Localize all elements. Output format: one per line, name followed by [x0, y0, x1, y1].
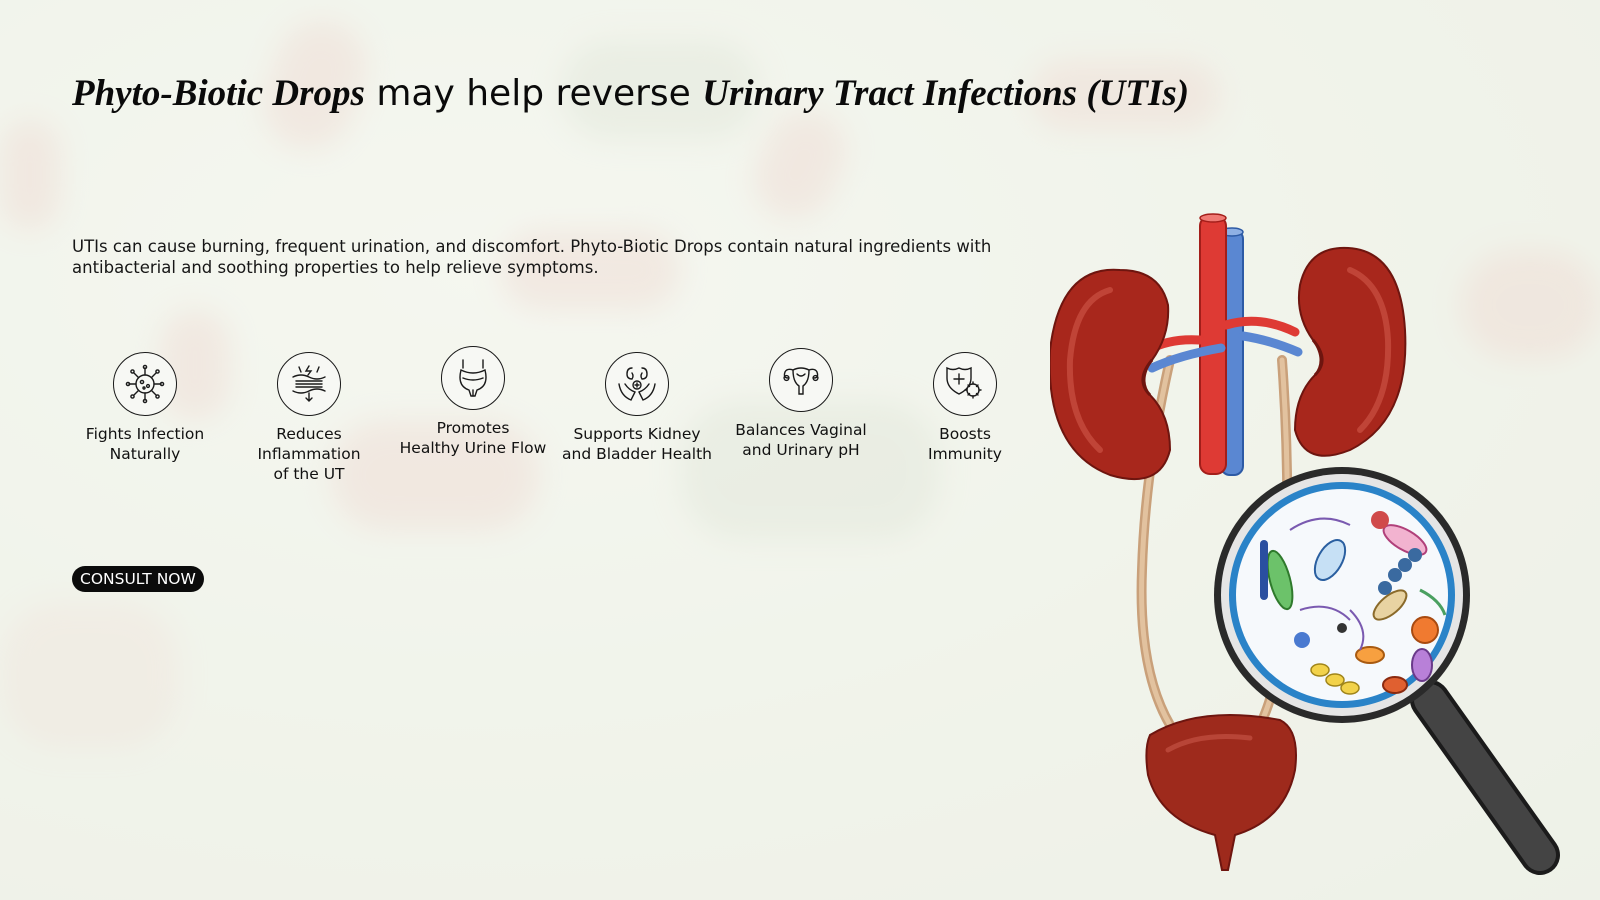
product-name: Phyto-Biotic Drops: [72, 73, 365, 114]
title-connector: may help reverse: [364, 73, 703, 114]
urinary-system-illustration: [1050, 213, 1560, 875]
magnifying-glass-icon: [1214, 467, 1560, 875]
right-kidney-icon: [1293, 246, 1407, 457]
inflammation-icon: [277, 352, 341, 416]
bladder-icon: [441, 346, 505, 410]
hero-description: UTIs can cause burning, frequent urinati…: [72, 237, 992, 277]
condition-name: Urinary Tract Infections (UTIs): [702, 73, 1190, 114]
kidney-hands-icon: [605, 352, 669, 416]
uterus-icon: [769, 348, 833, 412]
bacteria-cluster: [1260, 511, 1447, 695]
bladder-illustration: [1145, 714, 1297, 871]
consult-now-button[interactable]: CONSULT NOW: [72, 566, 204, 592]
hero-title: Phyto-Biotic Drops may help reverse Urin…: [72, 70, 1189, 116]
virus-icon: [113, 352, 177, 416]
shield-immunity-icon: [933, 352, 997, 416]
left-kidney-icon: [1050, 268, 1172, 481]
